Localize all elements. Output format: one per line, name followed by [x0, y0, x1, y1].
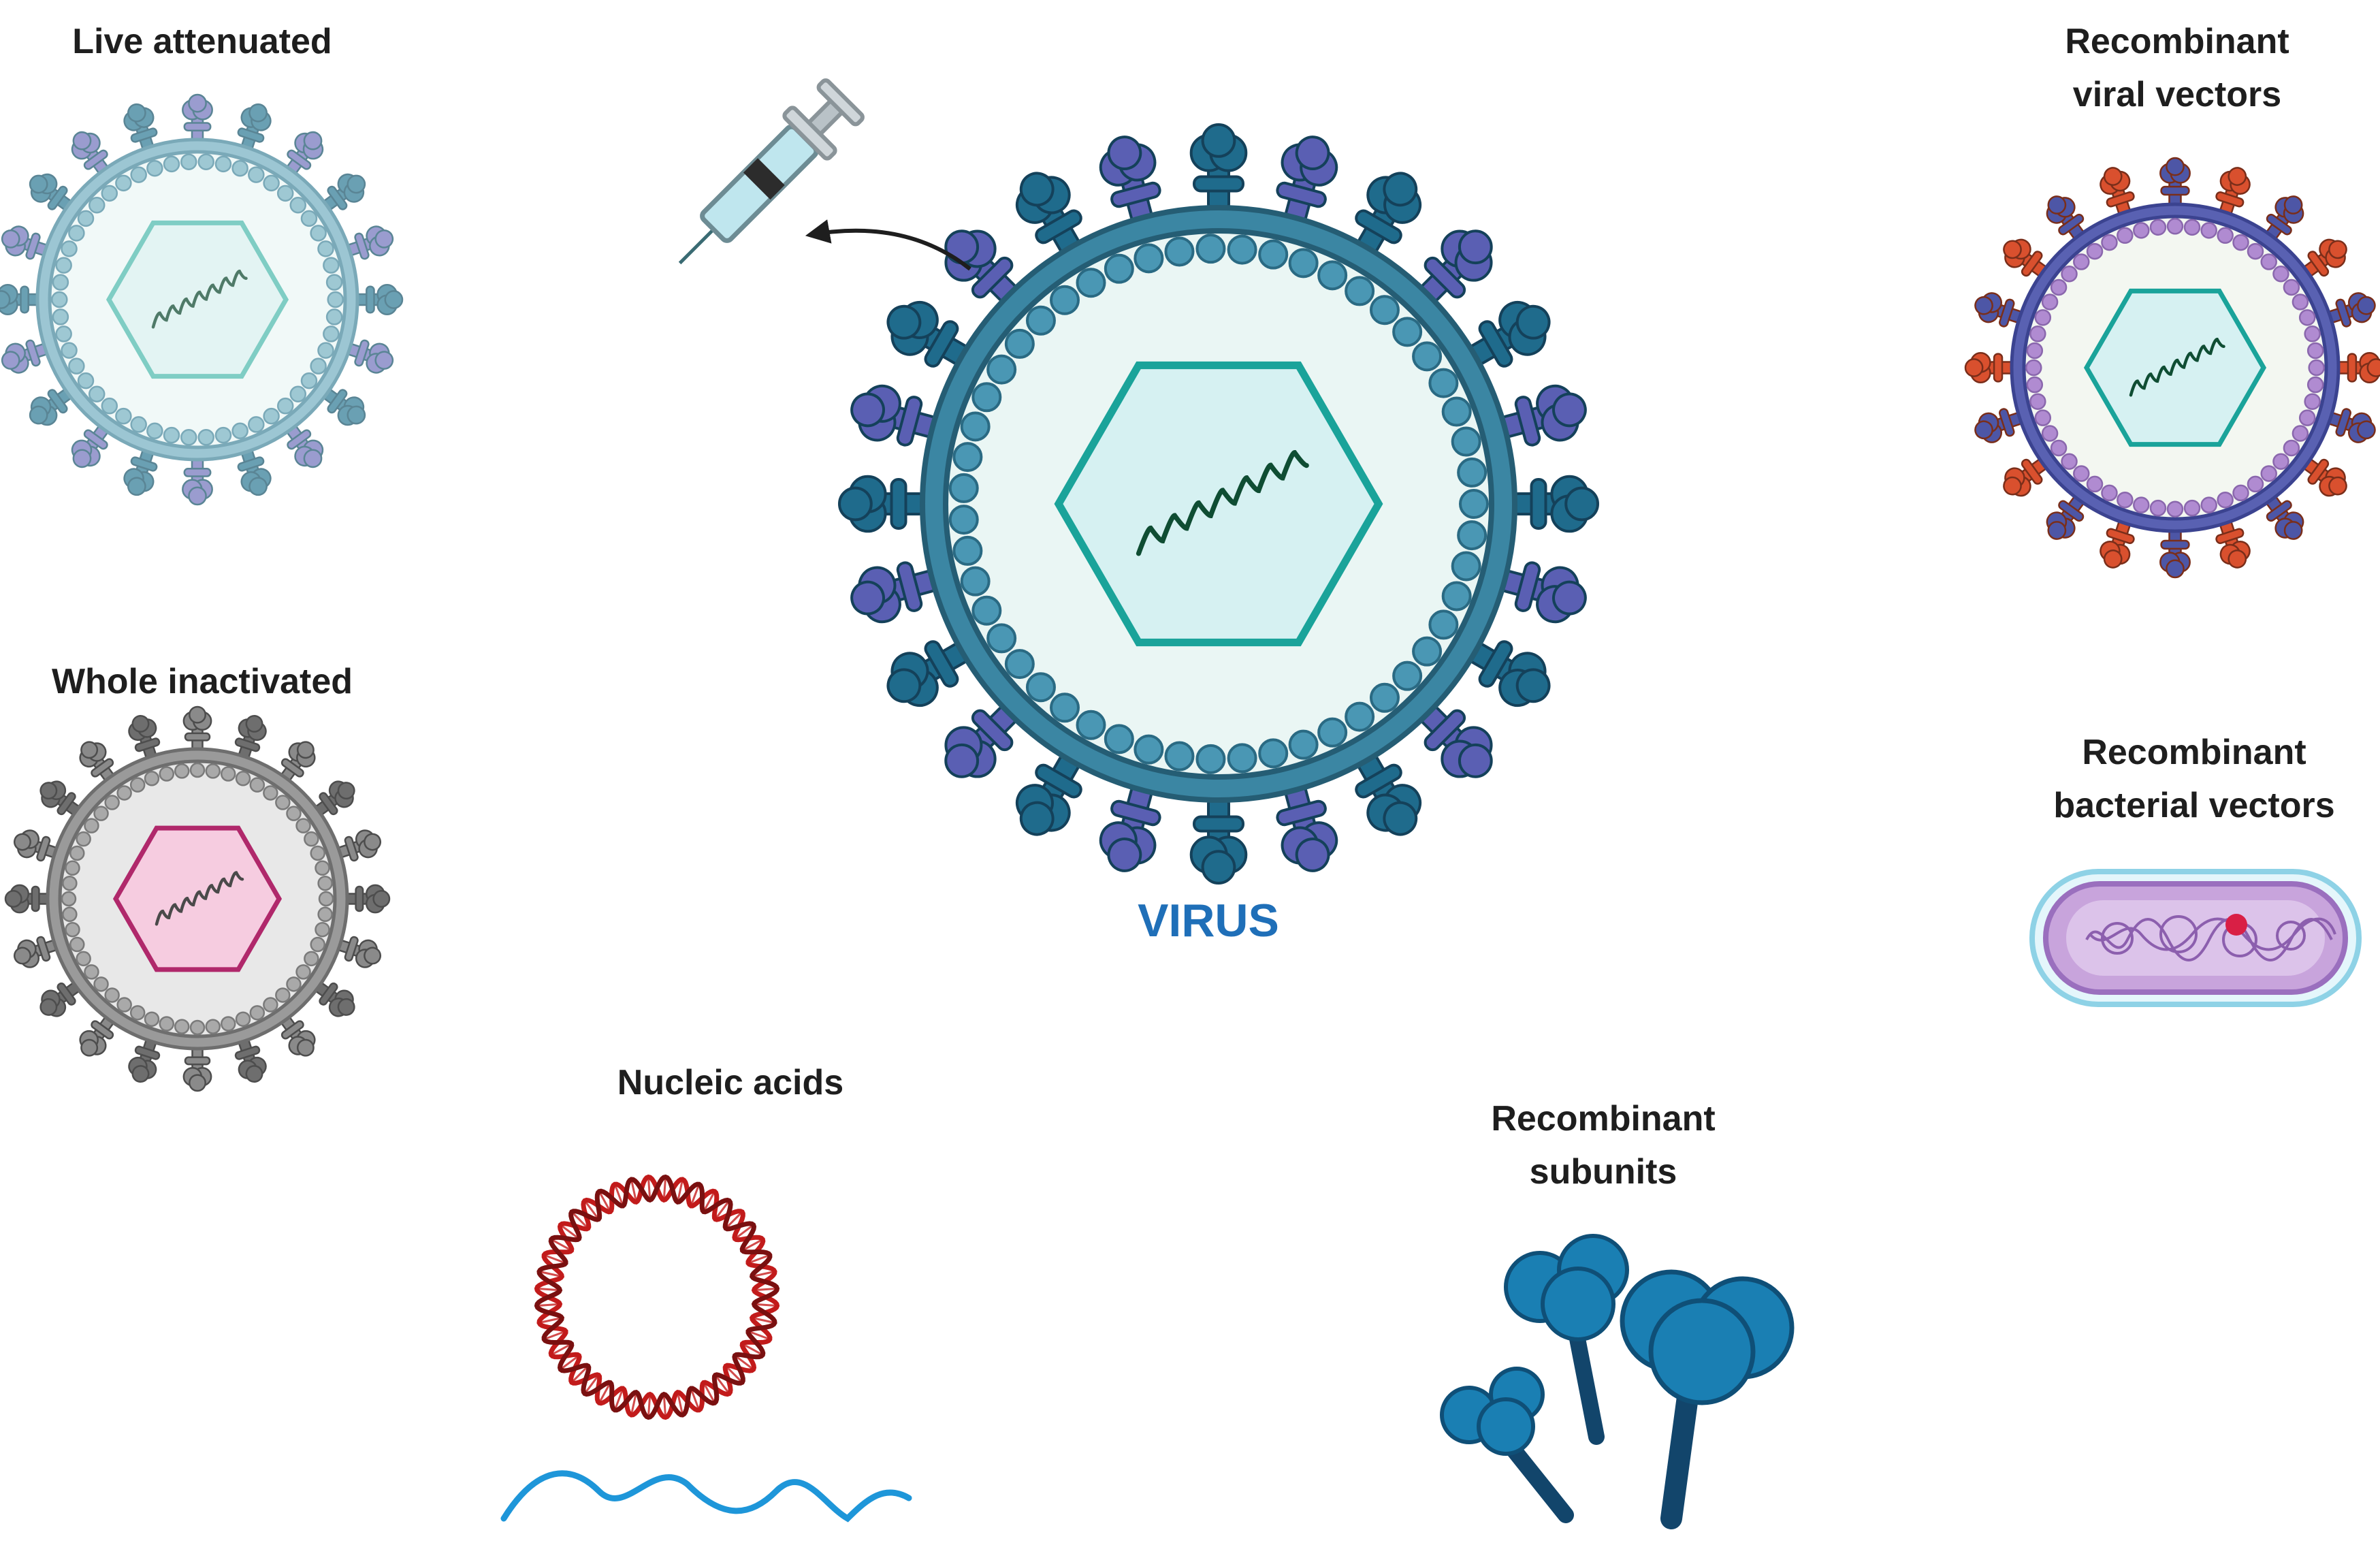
viral-vector-icon: [1964, 157, 2380, 579]
dna-plasmid-icon: [534, 1174, 780, 1420]
whole-inactivated-virus-icon: [4, 705, 391, 1092]
live-attenuated-virus-icon: [0, 93, 404, 506]
virus-icon: [838, 123, 1599, 885]
live-attenuated-label: Live attenuated: [72, 22, 332, 61]
viral-vectors-label-line2: viral vectors: [2073, 75, 2281, 114]
whole-inactivated-label: Whole inactivated: [52, 662, 353, 701]
nucleic-acids-label: Nucleic acids: [617, 1063, 843, 1102]
bacterial-vectors-label-line2: bacterial vectors: [2053, 786, 2334, 825]
bacterium-icon: [2029, 869, 2362, 1007]
syringe-icon: [678, 78, 865, 265]
recombinant-subunits-label-line2: subunits: [1530, 1152, 1677, 1192]
subunit-protein-icon: [1440, 1234, 1795, 1529]
bacterial-vectors-label-line1: Recombinant: [2082, 733, 2306, 772]
arrow-icon: [805, 219, 971, 271]
virus-label: VIRUS: [1138, 895, 1279, 946]
recombinant-subunits-label-line1: Recombinant: [1491, 1099, 1715, 1139]
viral-vectors-label-line1: Recombinant: [2065, 22, 2289, 61]
rna-strand-icon: [500, 1470, 912, 1523]
